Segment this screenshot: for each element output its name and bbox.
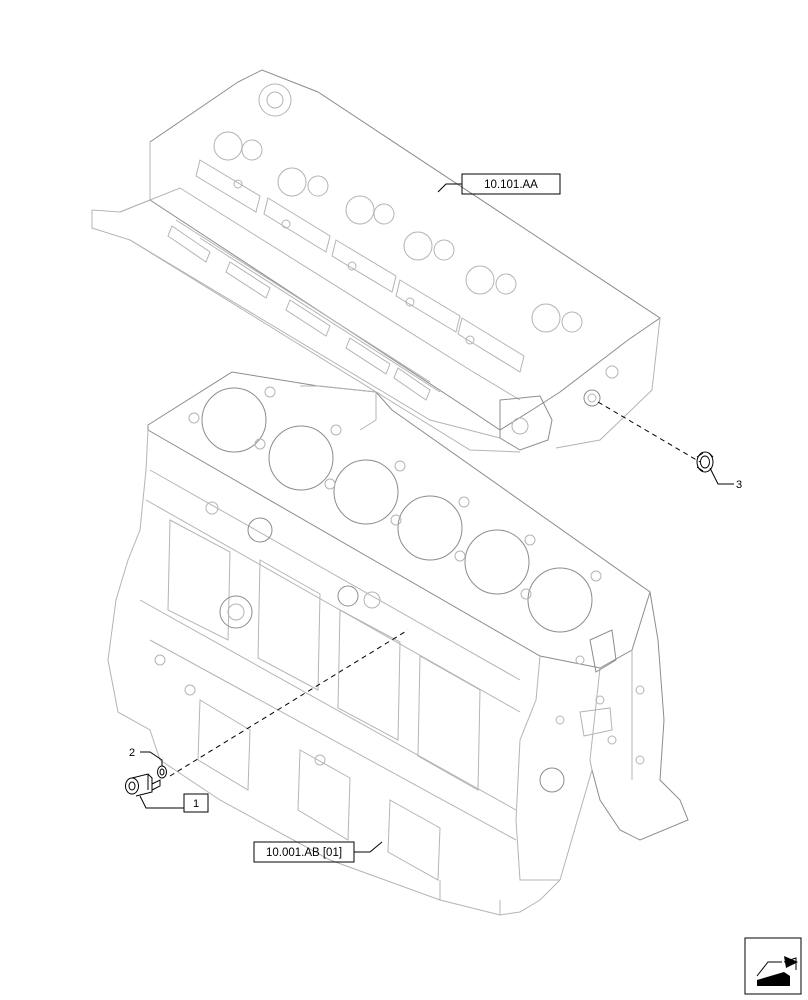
assembly-line-item-3 (597, 401, 701, 463)
leader-cylinder-head-ref (437, 183, 462, 193)
part-3-plug (696, 451, 734, 485)
ref-label-cylinder-head: 10.101.AA (484, 179, 538, 191)
callout-2-label: 2 (129, 747, 135, 759)
page-corner-arrow-icon[interactable] (744, 937, 802, 995)
cylinder-head-illustration (91, 69, 661, 453)
ref-label-engine-block: 10.001.AB [01] (266, 847, 342, 859)
part-2-washer (140, 751, 167, 779)
callout-1: 1 (183, 793, 209, 813)
part-1-plug (125, 773, 184, 809)
assembly-line-item-1 (169, 629, 409, 777)
callout-3-label: 3 (736, 479, 742, 491)
engine-block-illustration (107, 371, 689, 916)
callout-1-label: 1 (193, 798, 199, 810)
leader-engine-block-ref (354, 841, 383, 853)
ref-box-engine-block[interactable]: 10.001.AB [01] (253, 841, 355, 863)
ref-box-cylinder-head[interactable]: 10.101.AA (461, 173, 561, 195)
